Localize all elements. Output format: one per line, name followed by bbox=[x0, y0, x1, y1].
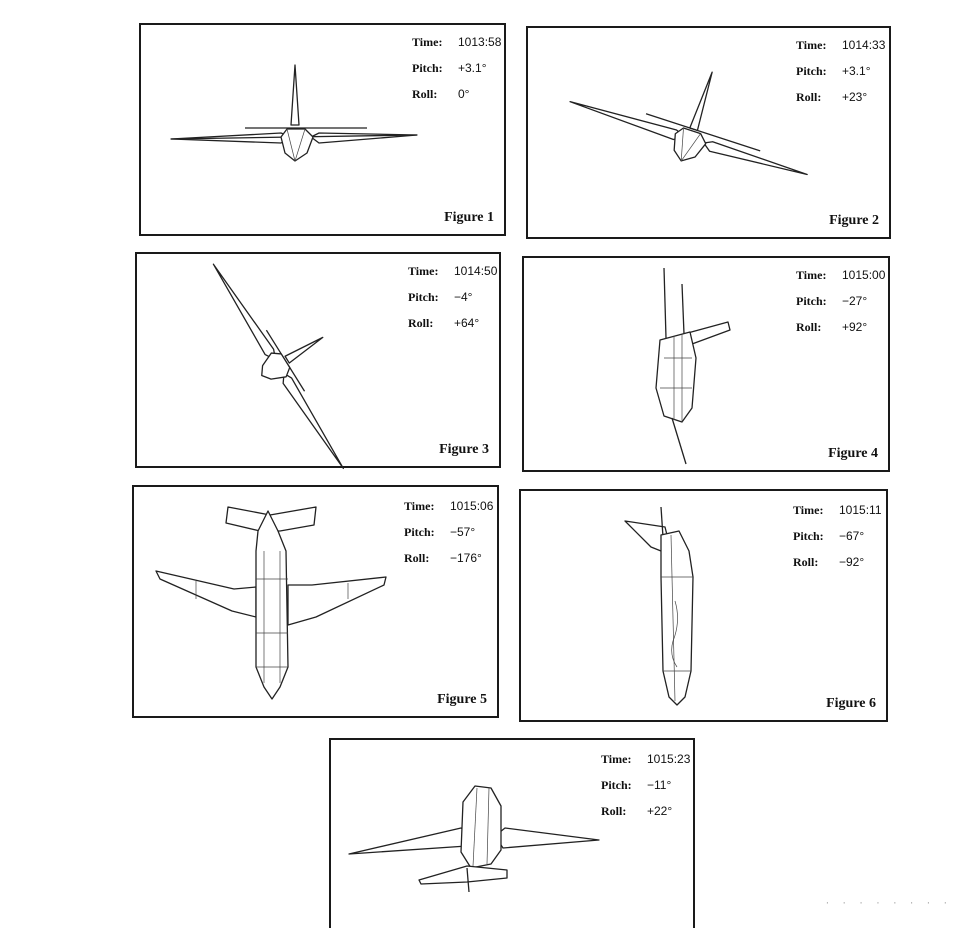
pitch-value: −67° bbox=[839, 529, 865, 543]
time-value: 1014:50 bbox=[454, 264, 498, 278]
pitch-label: Pitch: bbox=[796, 64, 827, 78]
figure-panel-2: Time: 1014:33 Pitch: +3.1° Roll: +23° Figur… bbox=[526, 26, 891, 239]
pitch-value: +3.1° bbox=[842, 64, 871, 78]
roll-value: +92° bbox=[842, 320, 868, 334]
roll-value: −92° bbox=[839, 555, 865, 569]
pitch-label: Pitch: bbox=[796, 294, 827, 308]
pitch-label: Pitch: bbox=[408, 290, 439, 304]
aircraft-wireframe-recovery bbox=[348, 785, 600, 893]
pitch-value: −27° bbox=[842, 294, 868, 308]
time-value: 1015:06 bbox=[450, 499, 494, 513]
time-label: Time: bbox=[793, 503, 824, 517]
pitch-label: Pitch: bbox=[601, 778, 632, 792]
roll-label: Roll: bbox=[601, 804, 627, 818]
roll-label: Roll: bbox=[404, 551, 430, 565]
roll-value: +22° bbox=[647, 804, 673, 818]
figure-panel-7: Time: 1015:23 Pitch: −11° Roll: +22° bbox=[329, 738, 695, 928]
time-value: 1015:00 bbox=[842, 268, 886, 282]
figure-caption: Figure 1 bbox=[444, 210, 494, 225]
time-value: 1015:11 bbox=[839, 503, 882, 517]
time-label: Time: bbox=[796, 268, 827, 282]
time-value: 1014:33 bbox=[842, 38, 886, 52]
roll-value: +23° bbox=[842, 90, 868, 104]
pitch-value: −57° bbox=[450, 525, 476, 539]
aircraft-wireframe-steep-bank bbox=[212, 263, 344, 470]
pitch-value: −4° bbox=[454, 290, 473, 304]
pitch-value: −11° bbox=[647, 778, 672, 792]
roll-label: Roll: bbox=[408, 316, 434, 330]
roll-value: 0° bbox=[458, 87, 470, 101]
time-value: 1015:23 bbox=[647, 752, 691, 766]
roll-label: Roll: bbox=[796, 320, 822, 334]
figure-panel-4: Time: 1015:00 Pitch: −27° Roll: +92° Figure… bbox=[522, 256, 890, 472]
figure-caption: Figure 2 bbox=[829, 213, 879, 228]
aircraft-wireframe-inverted-dive bbox=[155, 506, 387, 700]
pitch-value: +3.1° bbox=[458, 61, 487, 75]
pitch-label: Pitch: bbox=[793, 529, 824, 543]
time-label: Time: bbox=[408, 264, 439, 278]
aircraft-wireframe-vertical-dive bbox=[624, 506, 694, 706]
figure-panel-5: Time: 1015:06 Pitch: −57° Roll: −176° Figur… bbox=[132, 485, 499, 718]
pitch-label: Pitch: bbox=[412, 61, 443, 75]
figure-caption: Figure 3 bbox=[439, 442, 489, 457]
time-label: Time: bbox=[412, 35, 443, 49]
figure-panel-3: Time: 1014:50 Pitch: −4° Roll: +64° Figure … bbox=[135, 252, 501, 470]
roll-label: Roll: bbox=[793, 555, 819, 569]
roll-value: +64° bbox=[454, 316, 480, 330]
time-value: 1013:58 bbox=[458, 35, 502, 49]
figure-caption: Figure 5 bbox=[437, 692, 487, 707]
aircraft-wireframe-knife-edge bbox=[655, 267, 731, 465]
figure-caption: Figure 4 bbox=[828, 446, 878, 461]
figure-panel-6: Time: 1015:11 Pitch: −67° Roll: −92° Figure… bbox=[519, 489, 888, 722]
aircraft-wireframe-front-level bbox=[170, 64, 418, 162]
figure-panel-1: Time: 1013:58 Pitch: +3.1° Roll: 0° Figure … bbox=[139, 23, 506, 236]
time-label: Time: bbox=[796, 38, 827, 52]
footer-mark: · · · · · · · · bbox=[824, 899, 951, 909]
time-label: Time: bbox=[404, 499, 435, 513]
roll-value: −176° bbox=[450, 551, 482, 565]
roll-label: Roll: bbox=[796, 90, 822, 104]
aircraft-wireframe-front-banked bbox=[569, 71, 808, 176]
time-label: Time: bbox=[601, 752, 632, 766]
roll-label: Roll: bbox=[412, 87, 438, 101]
figure-caption: Figure 6 bbox=[826, 696, 876, 711]
pitch-label: Pitch: bbox=[404, 525, 435, 539]
